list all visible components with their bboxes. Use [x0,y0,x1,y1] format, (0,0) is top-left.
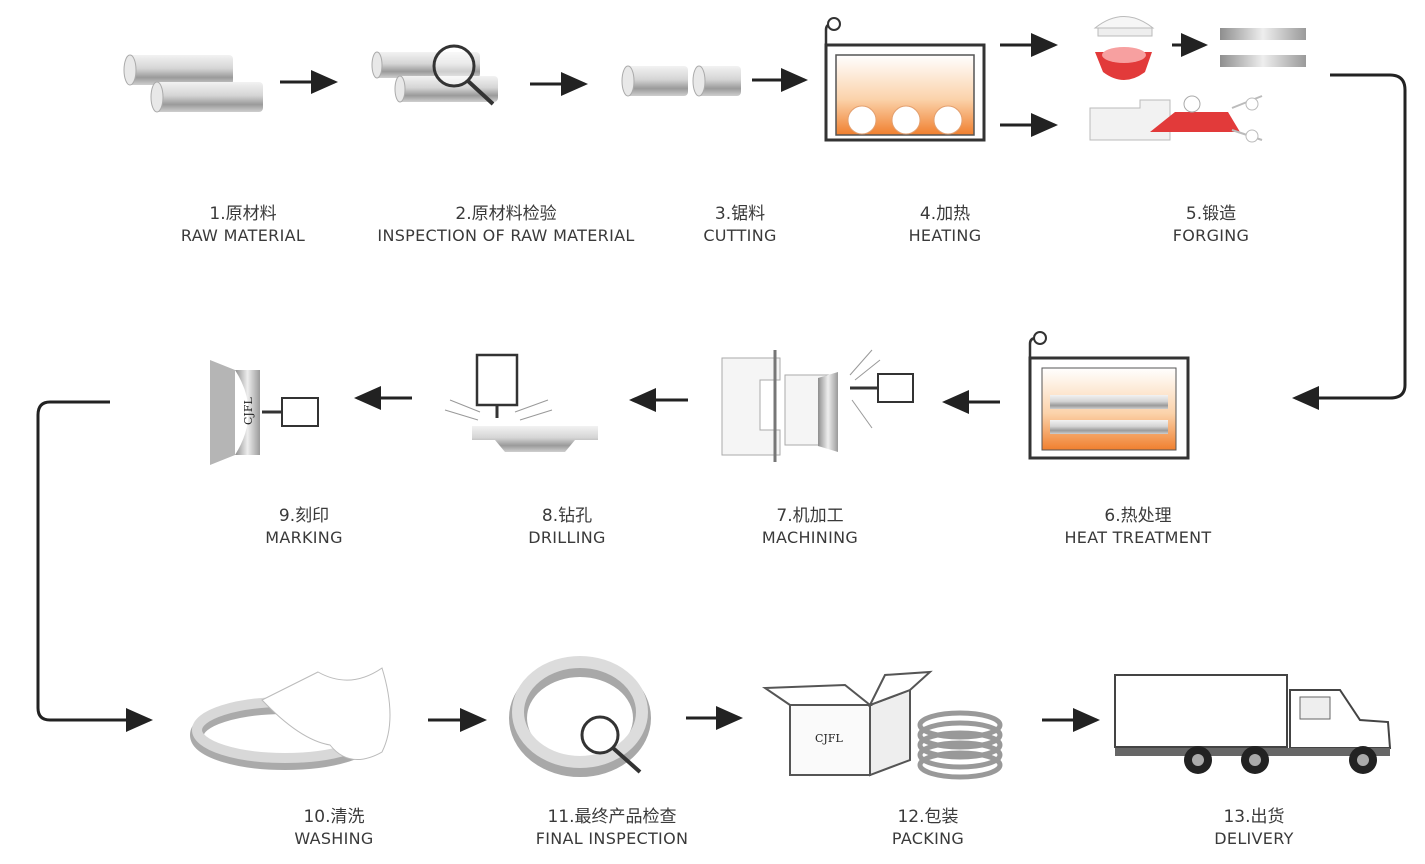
step-label-inspection-raw: 2.原材料检验 INSPECTION OF RAW MATERIAL [377,204,635,245]
step-label-heating: 4.加热 HEATING [908,204,982,245]
step-label-machining: 7.机加工 MACHINING [761,506,859,547]
magnifier-icon [371,44,498,106]
step-label-delivery: 13.出货 DELIVERY [1214,807,1294,848]
washing-icon [190,667,391,770]
furnace-icon [824,17,986,142]
bars-icon [123,54,263,113]
truck-icon [1114,674,1392,774]
arrow [428,706,1100,732]
step-label-heat-treatment: 6.热处理 HEAT TREATMENT [1064,506,1212,547]
step-label-cutting: 3.锯料 CUTTING [703,204,777,245]
arrow [280,33,1208,137]
stamp-text: CJFL [242,397,255,425]
drill-icon [444,353,598,452]
step-label-drilling: 8.钻孔 DRILLING [528,506,606,547]
arrow [354,386,1000,414]
step-label-washing: 10.清洗 WASHING [294,807,374,848]
box-label: CJFL [815,732,843,745]
forging-icon [1089,16,1306,143]
step-label-final-inspection: 11.最终产品检查 FINAL INSPECTION [535,807,689,848]
inspection-icon [509,656,651,777]
step-label-forging: 5.锻造 FORGING [1172,204,1250,245]
packing-icon: CJFL [761,670,1003,780]
marking-icon: CJFL [210,360,319,465]
connector-row1-row2 [1292,73,1407,410]
step-label-marking: 9.刻印 MARKING [265,506,343,547]
step-label-packing: 12.包装 PACKING [891,807,965,848]
step-label-raw-material: 1.原材料 RAW MATERIAL [180,204,306,245]
heat-treatment-icon [1028,331,1190,460]
lathe-icon [721,349,914,462]
connector-row2-row3 [36,400,153,732]
cut-bars-icon [621,65,741,97]
